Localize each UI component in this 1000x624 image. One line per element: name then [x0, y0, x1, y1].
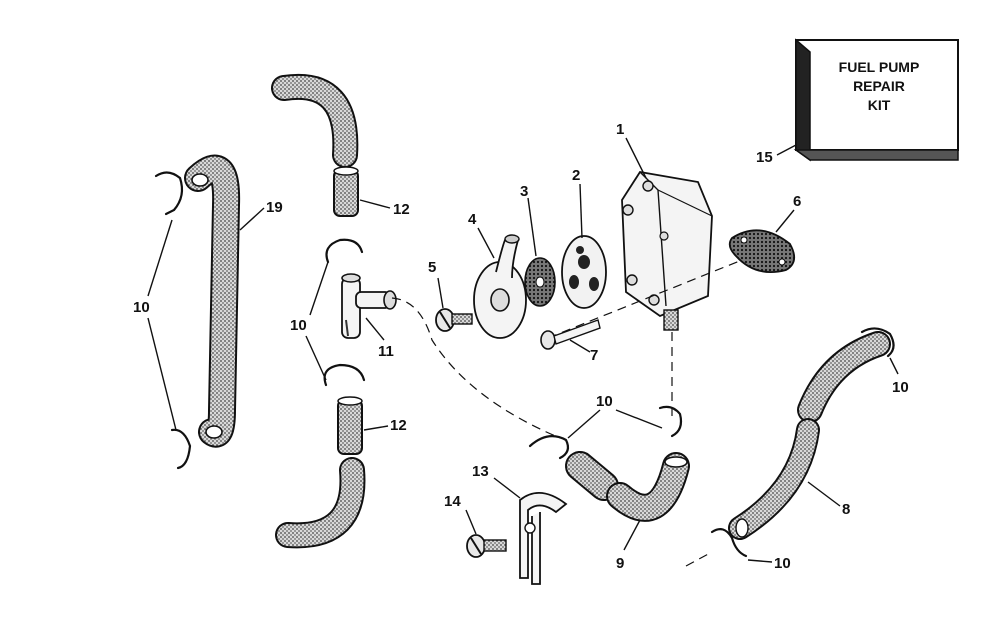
callout-5: 5 [428, 259, 436, 276]
callout-10-center: 10 [596, 393, 613, 410]
screw-7 [540, 319, 601, 350]
leader-13 [493, 477, 521, 499]
leader-10-tee-lower [305, 335, 327, 381]
filter-screen-3 [524, 257, 556, 307]
leader-10-left-lower [147, 317, 177, 431]
callout-15: 15 [756, 149, 773, 166]
leader-2 [579, 183, 583, 239]
right-upper-hose [797, 331, 891, 423]
kit-label-line-1: FUEL PUMP [839, 59, 920, 75]
clamp-long-hose-lower [170, 428, 192, 470]
clamp-long-hose-upper [154, 171, 184, 216]
callout-12-upper: 12 [393, 201, 410, 218]
screw-14 [466, 534, 507, 558]
leader-1 [625, 137, 647, 179]
clamp-elbow [658, 405, 683, 438]
clamp-connector [528, 435, 570, 460]
leader-10-left-upper [147, 219, 173, 297]
clamp-right-upper [860, 327, 895, 358]
callout-4: 4 [468, 211, 477, 228]
leader-15 [776, 144, 797, 156]
gasket-6 [728, 229, 796, 274]
callout-9: 9 [616, 555, 624, 572]
callout-10-left: 10 [133, 299, 150, 316]
leader-12-upper [359, 199, 391, 209]
elbow-hose-9 [606, 452, 690, 522]
leader-10-right-lower [747, 559, 773, 563]
leader-8 [807, 481, 841, 507]
leader-10-center-left [567, 409, 601, 439]
callout-14: 14 [444, 493, 461, 510]
callout-2: 2 [572, 167, 580, 184]
dashed-line-tee-to-connector [391, 297, 561, 439]
callout-13: 13 [472, 463, 489, 480]
leader-10-right-upper [889, 357, 899, 375]
short-connector-hose [565, 451, 619, 501]
lower-curved-hose [275, 457, 366, 549]
callout-8: 8 [842, 501, 850, 518]
callout-12-lower: 12 [390, 417, 407, 434]
leader-19 [239, 207, 265, 231]
kit-label-line-2: REPAIR [853, 78, 905, 94]
callout-1: 1 [616, 121, 624, 138]
upper-curved-hose [271, 73, 359, 168]
leader-11 [365, 317, 385, 341]
leader-3 [527, 197, 537, 257]
leader-6 [775, 209, 795, 233]
callout-6: 6 [793, 193, 801, 210]
pump-cover-4 [473, 234, 527, 339]
bracket-13 [519, 492, 568, 585]
clamp-tee-lower [323, 363, 366, 387]
hose-12-lower [337, 396, 363, 455]
dashed-line-bottom-right [685, 551, 713, 567]
tee-fitting [341, 273, 397, 339]
callout-10-tee: 10 [290, 317, 307, 334]
callout-10-right-lower: 10 [774, 555, 791, 572]
hose-8 [728, 418, 820, 540]
leader-12-lower [363, 425, 389, 431]
fuel-pump-body-1 [621, 171, 713, 331]
kit-label-line-3: KIT [868, 97, 891, 113]
long-hose-19 [184, 154, 241, 448]
callout-11: 11 [378, 343, 394, 360]
leader-5 [437, 277, 444, 309]
leader-10-tee-upper [309, 261, 329, 316]
leader-10-center-right [615, 409, 663, 429]
leader-14 [465, 509, 477, 535]
callout-7: 7 [590, 347, 598, 364]
screw-5 [435, 308, 473, 332]
leader-4 [477, 227, 495, 259]
dashed-line-pump-axis [547, 259, 743, 339]
fuel-pump-repair-kit-box: FUEL PUMP REPAIR KIT [793, 38, 959, 162]
clamp-right-lower [710, 527, 748, 558]
leader-7 [569, 339, 591, 353]
callout-10-right-upper: 10 [892, 379, 909, 396]
valve-plate-2 [561, 235, 607, 309]
hose-12-upper [333, 166, 359, 217]
clamp-tee-upper [325, 238, 364, 264]
leader-9 [623, 519, 641, 551]
callout-3: 3 [520, 183, 528, 200]
callout-19: 19 [266, 199, 283, 216]
